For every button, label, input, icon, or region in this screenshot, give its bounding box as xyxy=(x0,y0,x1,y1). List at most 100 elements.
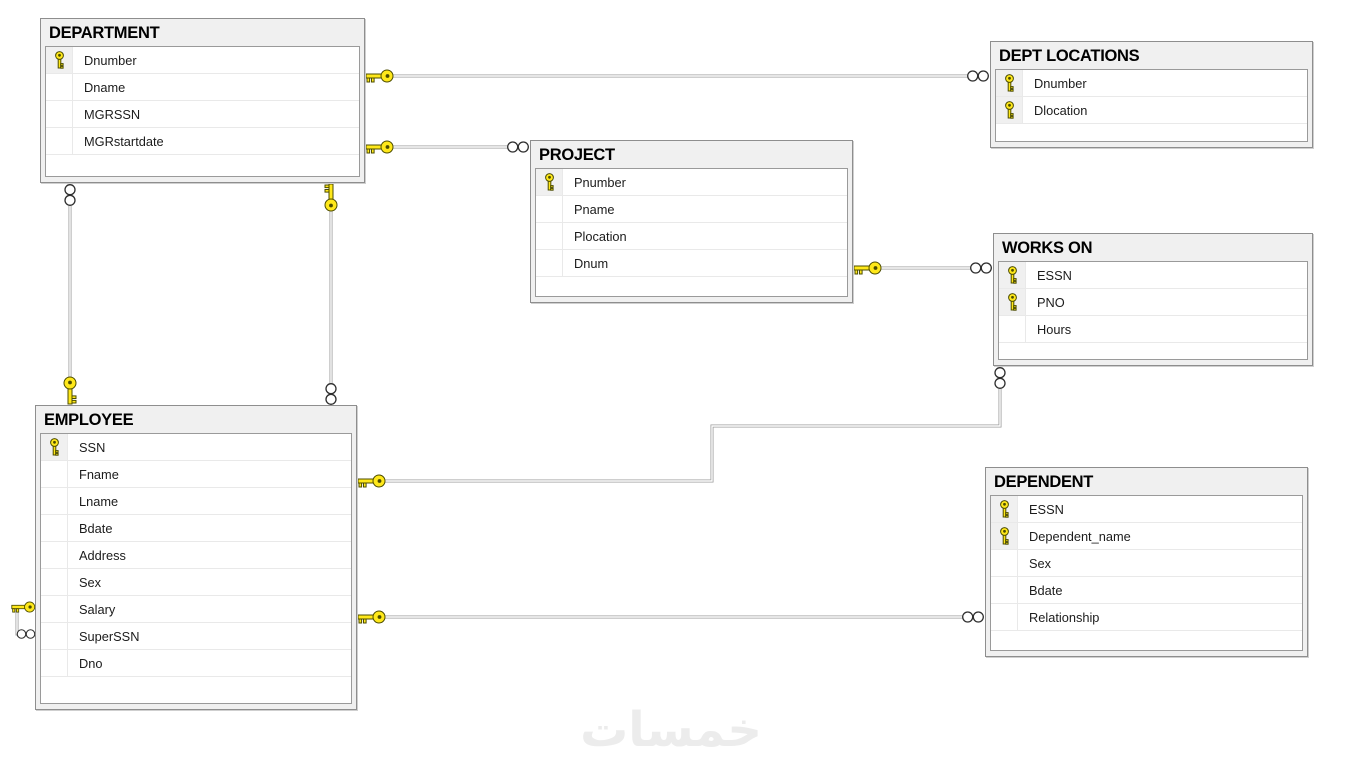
infinity-icon xyxy=(970,262,992,274)
field-name: Pname xyxy=(574,201,615,217)
primary-key-cell xyxy=(536,169,563,195)
infinity-icon xyxy=(325,383,337,405)
key-cell xyxy=(41,515,68,541)
primary-key-icon xyxy=(544,173,554,191)
key-cell xyxy=(41,623,68,649)
relationship-department-project[interactable] xyxy=(365,140,529,154)
relationship-employee-department-manager[interactable] xyxy=(63,184,77,405)
field-row[interactable]: PNO xyxy=(999,289,1307,316)
watermark-khamsat: خمسات xyxy=(580,702,762,758)
primary-key-icon xyxy=(1007,266,1017,284)
primary-key-cell xyxy=(991,496,1018,522)
key-icon xyxy=(324,183,338,212)
field-row[interactable]: SuperSSN xyxy=(41,623,351,650)
field-name: ESSN xyxy=(1029,501,1064,517)
field-name: Dnumber xyxy=(84,52,137,68)
field-name: Bdate xyxy=(79,520,113,536)
key-icon xyxy=(365,140,394,154)
field-row[interactable]: Hours xyxy=(999,316,1307,343)
key-icon xyxy=(11,601,36,613)
field-name: Salary xyxy=(79,601,116,617)
field-name: Dno xyxy=(79,655,103,671)
relationship-employee-self-superssn[interactable] xyxy=(11,601,36,639)
primary-key-icon xyxy=(999,527,1009,545)
infinity-icon xyxy=(967,70,989,82)
primary-key-cell xyxy=(999,262,1026,288)
field-row[interactable]: Sex xyxy=(991,550,1302,577)
key-cell xyxy=(41,461,68,487)
field-row[interactable]: Dname xyxy=(46,74,359,101)
field-row[interactable]: Plocation xyxy=(536,223,847,250)
relationship-employee-dependent[interactable] xyxy=(357,610,984,624)
relationship-department-deptlocations[interactable] xyxy=(365,69,989,83)
field-name: Relationship xyxy=(1029,609,1100,625)
primary-key-icon xyxy=(999,500,1009,518)
primary-key-icon xyxy=(1004,101,1014,119)
field-name: Dnumber xyxy=(1034,75,1087,91)
field-row[interactable]: SSN xyxy=(41,434,351,461)
field-row[interactable]: ESSN xyxy=(999,262,1307,289)
infinity-icon xyxy=(994,367,1006,389)
field-name: Pnumber xyxy=(574,174,626,190)
field-row[interactable]: Fname xyxy=(41,461,351,488)
key-cell xyxy=(41,650,68,676)
primary-key-cell xyxy=(999,289,1026,315)
key-cell xyxy=(991,604,1018,630)
infinity-icon xyxy=(507,141,529,153)
field-row[interactable]: Bdate xyxy=(991,577,1302,604)
field-row[interactable]: MGRSSN xyxy=(46,101,359,128)
field-row[interactable]: Lname xyxy=(41,488,351,515)
field-row[interactable]: Salary xyxy=(41,596,351,623)
field-row[interactable]: ESSN xyxy=(991,496,1302,523)
relationship-department-employee-dno[interactable] xyxy=(324,183,338,405)
key-cell xyxy=(536,196,563,222)
field-row[interactable]: Pnumber xyxy=(536,169,847,196)
field-name: Dnum xyxy=(574,255,609,271)
field-name: SuperSSN xyxy=(79,628,140,644)
primary-key-icon xyxy=(54,51,64,69)
field-row[interactable]: Dlocation xyxy=(996,97,1307,124)
key-cell xyxy=(41,542,68,568)
key-cell xyxy=(46,128,73,154)
field-row[interactable]: Dnumber xyxy=(46,47,359,74)
field-name: Sex xyxy=(1029,555,1052,571)
field-row[interactable]: Dependent_name xyxy=(991,523,1302,550)
field-row[interactable]: Relationship xyxy=(991,604,1302,631)
relationship-employee-workson[interactable] xyxy=(357,367,1006,488)
field-name: ESSN xyxy=(1037,267,1072,283)
field-row[interactable]: Pname xyxy=(536,196,847,223)
key-icon xyxy=(357,474,386,488)
table-title: WORKS ON xyxy=(1002,239,1093,257)
primary-key-cell xyxy=(991,523,1018,549)
relationship-project-workson[interactable] xyxy=(853,261,992,275)
field-row[interactable]: Dnumber xyxy=(996,70,1307,97)
primary-key-cell xyxy=(996,97,1023,123)
field-row[interactable]: Bdate xyxy=(41,515,351,542)
table-title: DEPENDENT xyxy=(994,473,1094,491)
primary-key-cell xyxy=(41,434,68,460)
field-row[interactable]: Sex xyxy=(41,569,351,596)
key-cell xyxy=(999,316,1026,342)
field-row[interactable]: Dno xyxy=(41,650,351,677)
primary-key-icon xyxy=(1007,293,1017,311)
field-name: Fname xyxy=(79,466,119,482)
infinity-icon xyxy=(16,629,36,639)
field-row[interactable]: Address xyxy=(41,542,351,569)
field-row[interactable]: Dnum xyxy=(536,250,847,277)
key-cell xyxy=(536,250,563,276)
primary-key-cell xyxy=(46,47,73,73)
field-row[interactable]: MGRstartdate xyxy=(46,128,359,155)
key-cell xyxy=(536,223,563,249)
field-name: Address xyxy=(79,547,126,563)
